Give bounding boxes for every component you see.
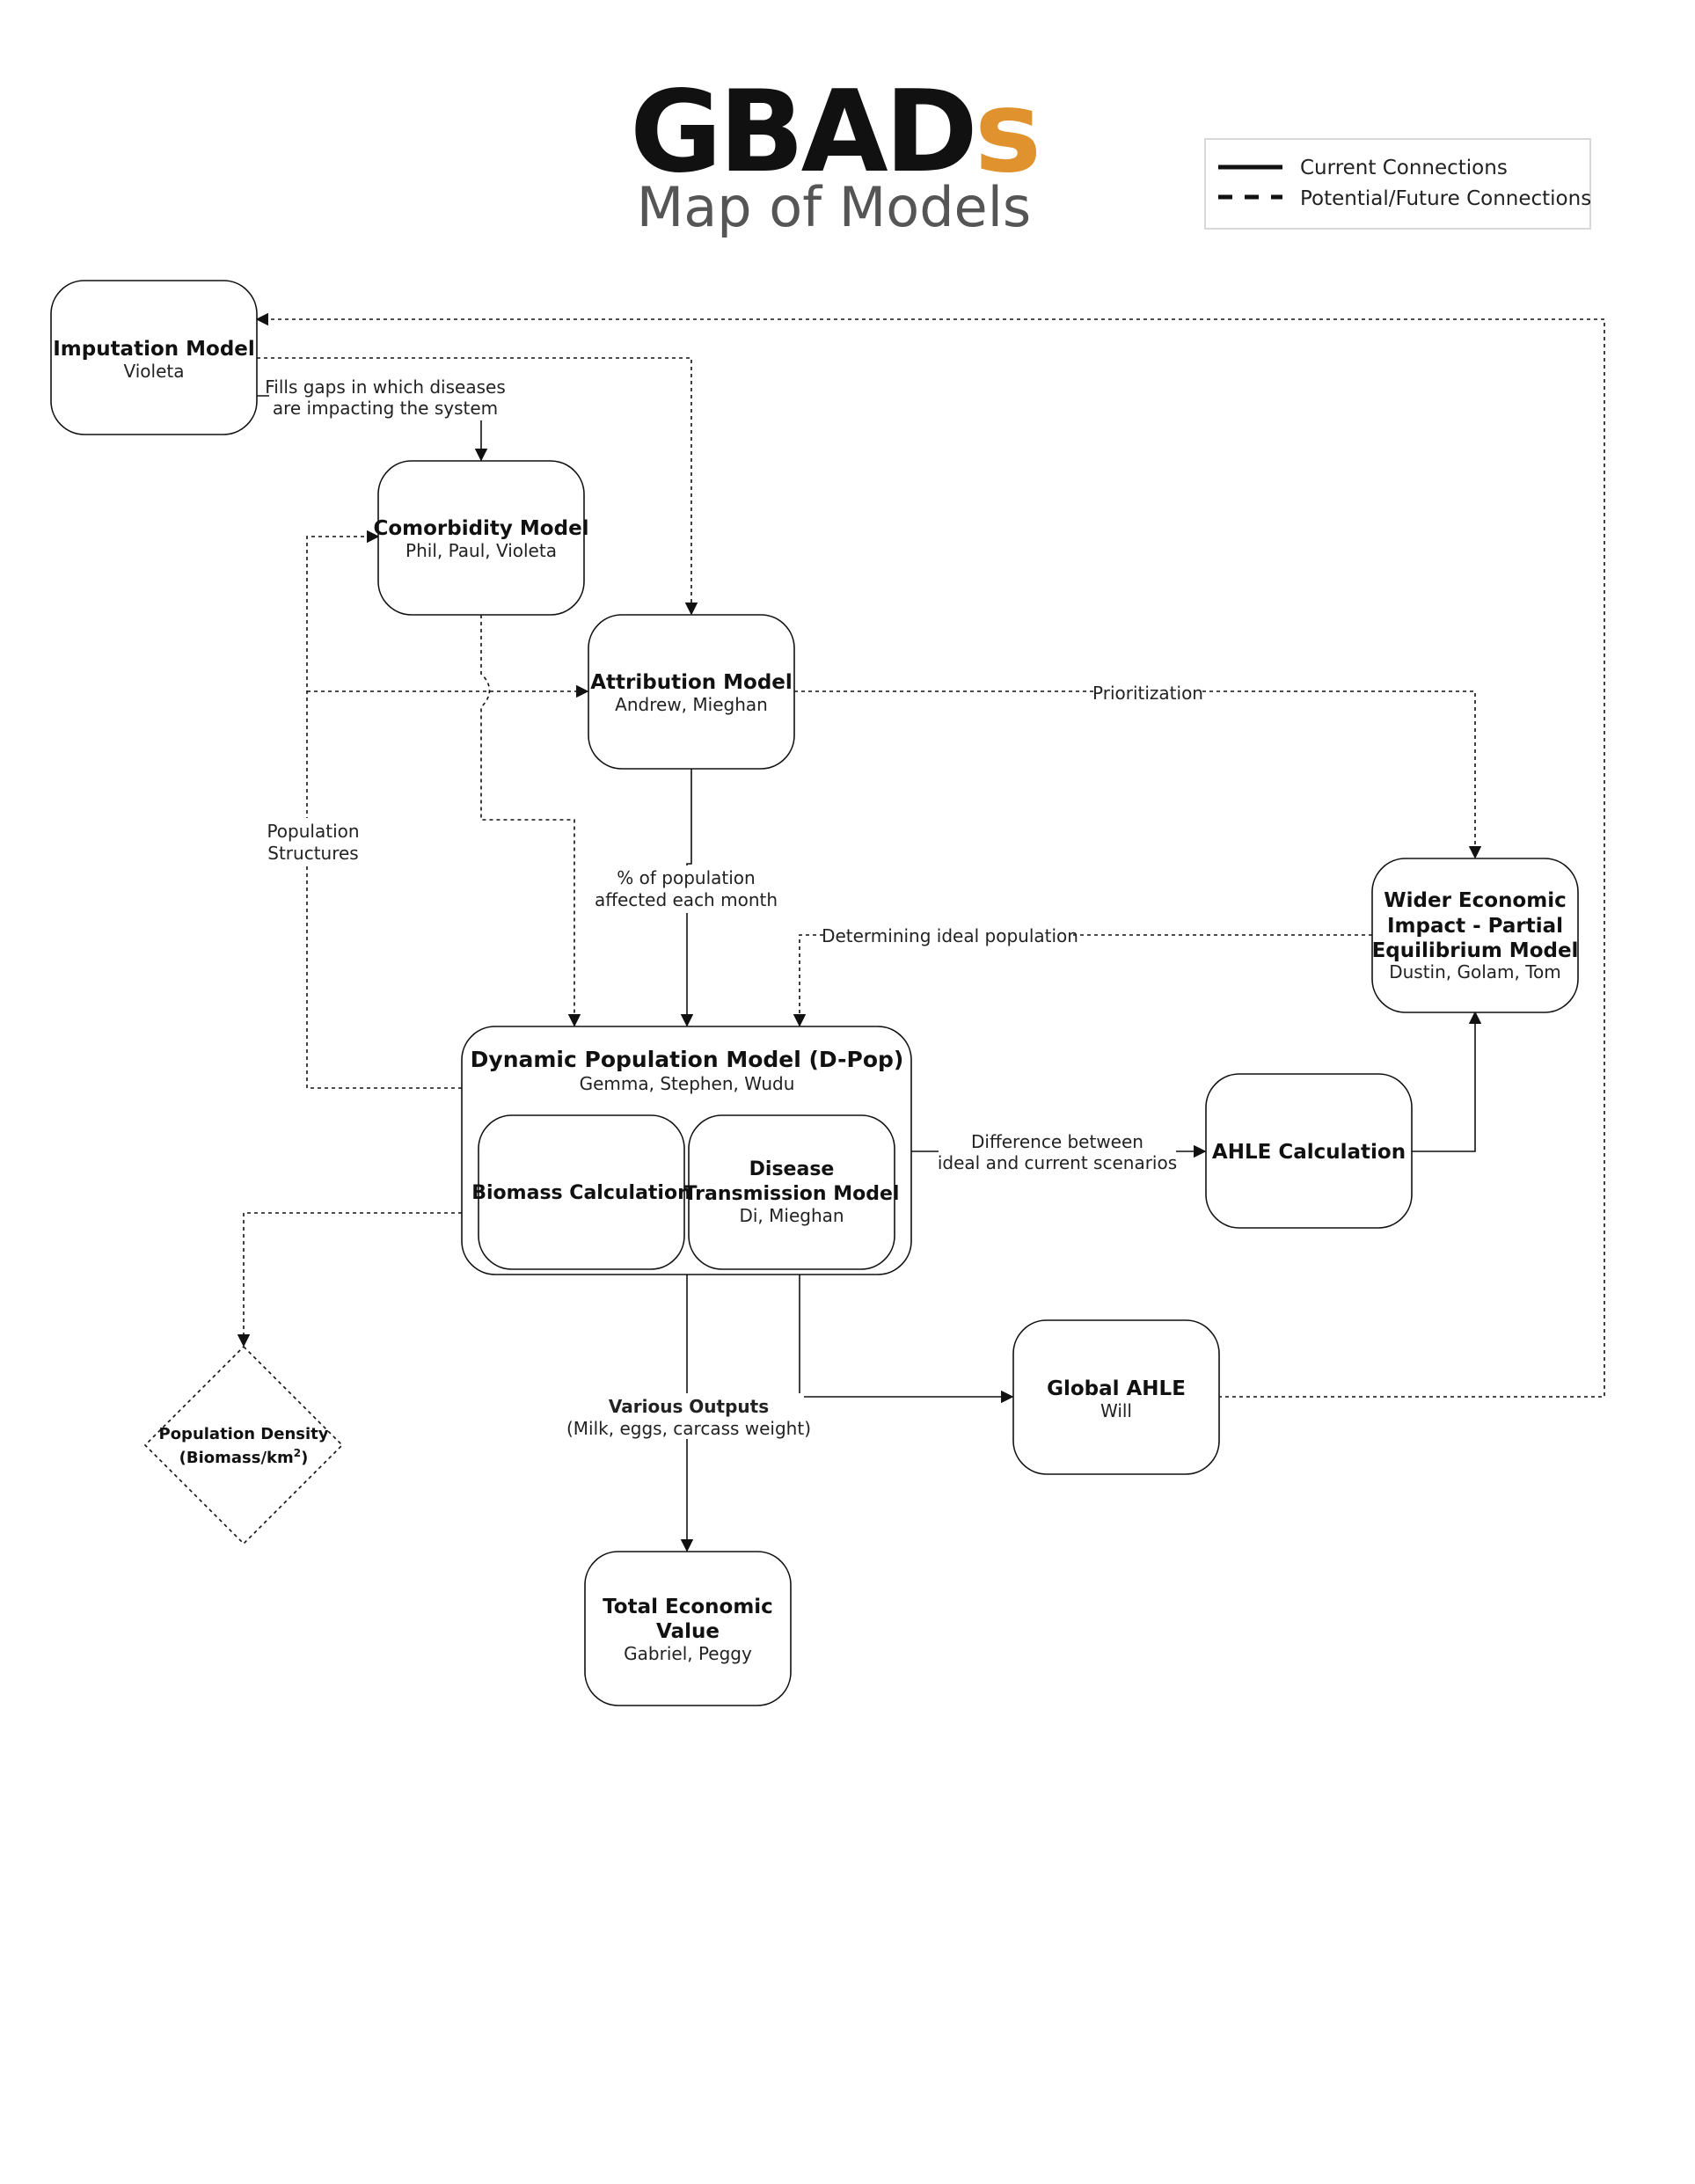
edge-global-ahle-imputation (255, 312, 1605, 1398)
legend-solid-label: Current Connections (1300, 157, 1508, 179)
node-dpop-sub: Gemma, Stephen, Wudu (580, 1073, 795, 1094)
node-global-ahle-sub: Will (1100, 1400, 1132, 1421)
legend-dashed-label: Potential/Future Connections (1300, 187, 1591, 210)
edge-attribution-wider (794, 690, 1482, 859)
node-attribution-title: Attribution Model (590, 671, 793, 694)
node-wider-sub: Dustin, Golam, Tom (1389, 961, 1561, 982)
density-unit-base: (Biomass/km (179, 1449, 294, 1467)
node-global-ahle[interactable]: Global AHLE Will (1012, 1319, 1220, 1475)
node-wider-title-3: Equilibrium Model (1372, 939, 1579, 962)
node-disease-title-1: Disease (749, 1158, 835, 1180)
logo-subtitle: Map of Models (637, 175, 1031, 239)
label-fills-gaps-2: are impacting the system (273, 398, 498, 419)
node-disease-sub: Di, Mieghan (739, 1205, 844, 1226)
logo-suffix-text: s (975, 67, 1038, 198)
density-unit-end: ) (301, 1449, 308, 1467)
node-tev-title-2: Value (656, 1620, 720, 1643)
node-biomass[interactable]: Biomass Calculation (471, 1114, 691, 1270)
node-imputation[interactable]: Imputation Model Violeta (50, 280, 258, 435)
node-tev-sub: Gabriel, Peggy (624, 1643, 752, 1664)
node-population-density[interactable]: Population Density (Biomass/km2) (143, 1345, 344, 1545)
edge-attribution-dpop (680, 769, 694, 1027)
node-density-title-1: Population Density (159, 1425, 329, 1443)
edge-pop-structures (306, 530, 462, 1089)
node-imputation-sub: Violeta (124, 361, 185, 382)
node-ahle-title: AHLE Calculation (1212, 1141, 1406, 1164)
node-wider-title-2: Impact - Partial (1387, 915, 1563, 938)
node-disease-transmission[interactable]: Disease Transmission Model Di, Mieghan (684, 1114, 900, 1270)
edge-comorbidity-dpop (480, 615, 581, 1027)
label-pop-structures-2: Structures (267, 843, 358, 864)
legend: Current Connections Potential/Future Con… (1204, 138, 1591, 230)
node-comorbidity[interactable]: Comorbidity Model Phil, Paul, Violeta (373, 460, 589, 616)
node-tev-title-1: Total Economic (603, 1596, 773, 1618)
node-attribution-sub: Andrew, Mieghan (615, 694, 768, 715)
edge-dpop-density (237, 1212, 462, 1348)
label-prioritization: Prioritization (1092, 683, 1203, 704)
node-density-title-2: (Biomass/km2) (179, 1447, 309, 1467)
label-pop-structures-1: Population (267, 821, 359, 842)
label-ideal-population: Determining ideal population (822, 925, 1078, 946)
label-fills-gaps-1: Fills gaps in which diseases (265, 376, 506, 398)
label-outputs-1: Various Outputs (609, 1396, 769, 1417)
node-comorbidity-sub: Phil, Paul, Violeta (405, 540, 557, 561)
logo-main-text: GBAD (630, 67, 975, 198)
edge-imputation-attribution (257, 357, 698, 616)
node-attribution[interactable]: Attribution Model Andrew, Mieghan (588, 614, 795, 770)
node-ahle-calculation[interactable]: AHLE Calculation (1205, 1073, 1413, 1229)
nodes: Imputation Model Violeta Comorbidity Mod… (50, 280, 1579, 1706)
node-wider-title-1: Wider Economic (1384, 889, 1566, 912)
node-total-economic-value[interactable]: Total Economic Value Gabriel, Peggy (584, 1551, 792, 1706)
legend-box (1204, 138, 1591, 230)
label-difference-2: ideal and current scenarios (938, 1152, 1177, 1173)
edge-label-backgrounds (260, 375, 1201, 1439)
node-disease-title-2: Transmission Model (684, 1183, 900, 1205)
edge-dpop-global-ahle (799, 1275, 1014, 1404)
node-wider-economic[interactable]: Wider Economic Impact - Partial Equilibr… (1371, 858, 1579, 1013)
label-pct-affected-2: affected each month (595, 889, 778, 910)
node-biomass-title: Biomass Calculation (471, 1182, 691, 1204)
edge-ahle-wider (1412, 1011, 1482, 1152)
node-dpop-title: Dynamic Population Model (D-Pop) (471, 1047, 904, 1072)
label-pct-affected-1: % of population (617, 867, 755, 888)
density-unit-sup: 2 (294, 1447, 301, 1459)
node-comorbidity-title: Comorbidity Model (373, 517, 588, 540)
edge-wider-dpop (793, 934, 1372, 1027)
label-outputs-2: (Milk, eggs, carcass weight) (566, 1418, 811, 1439)
label-difference-1: Difference between (971, 1131, 1143, 1152)
node-imputation-title: Imputation Model (53, 338, 255, 361)
edge-labels: Fills gaps in which diseases are impacti… (265, 376, 1203, 1439)
node-global-ahle-title: Global AHLE (1047, 1377, 1186, 1400)
logo: GBADs Map of Models (630, 67, 1041, 239)
logo-title: GBADs (630, 67, 1038, 198)
